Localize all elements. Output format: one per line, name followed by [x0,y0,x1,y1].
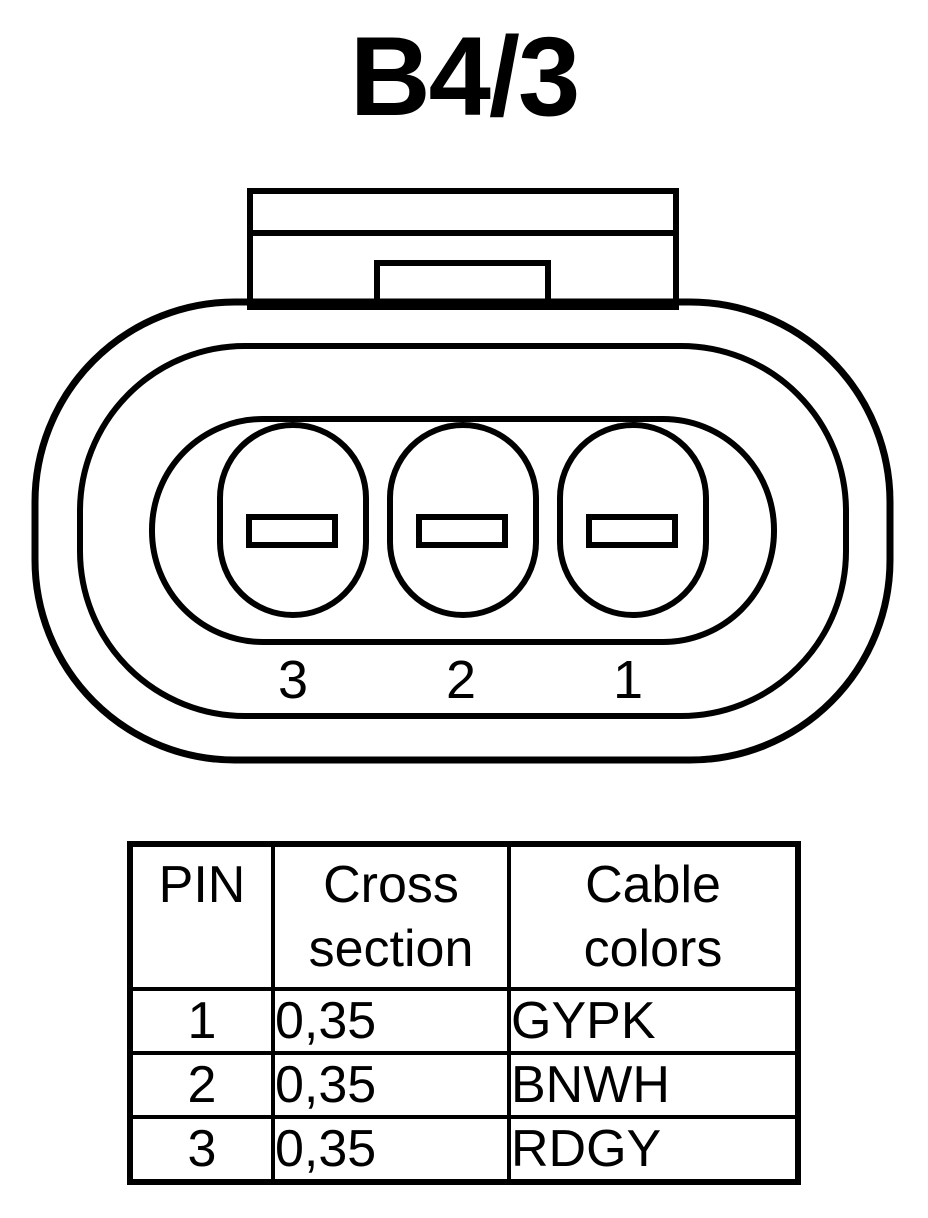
header-cable-colors-line-1: Cable [585,856,721,914]
pin-cavity-1 [557,422,709,618]
header-pin: PIN [128,842,275,991]
pin-cavity-3 [217,422,369,618]
header-cross-section-line-2: section [308,920,474,978]
pin-well [149,416,777,645]
cell-cable-colors: RDGY [507,1115,800,1184]
header-pin-line: PIN [158,856,246,914]
table-row: 2 0,35 BNWH [128,1051,800,1119]
cell-pin: 2 [128,1051,275,1119]
connector-diagram: 3 2 1 [31,188,894,764]
table-row: 3 0,35 RDGY [128,1115,800,1184]
header-cable-colors-line-2: colors [583,920,723,978]
pin-assignment-table: PIN Cross section Cable colors 1 0,35 GY… [127,841,801,1185]
cell-cable-colors: GYPK [507,987,800,1055]
header-cable-colors: Cable colors [507,842,800,991]
header-cross-section-line-1: Cross [323,856,459,914]
connector-housing-outer [31,298,894,764]
cell-cable-colors: BNWH [507,1051,800,1119]
table-row: 1 0,35 GYPK [128,987,800,1055]
cell-pin: 1 [128,987,275,1055]
table-header-row: PIN Cross section Cable colors [128,842,800,991]
header-cross-section: Cross section [271,842,511,991]
cell-pin: 3 [128,1115,275,1184]
connector-housing-inner [77,343,849,719]
pin-label-3: 3 [278,650,308,710]
cell-cross-section: 0,35 [271,1115,511,1184]
pin-label-1: 1 [613,650,643,710]
cell-cross-section: 0,35 [271,987,511,1055]
pin-cavity-2 [387,422,539,618]
locking-tab [247,188,679,310]
connector-title: B4/3 [349,14,581,139]
cell-cross-section: 0,35 [271,1051,511,1119]
pin-label-2: 2 [446,650,476,710]
